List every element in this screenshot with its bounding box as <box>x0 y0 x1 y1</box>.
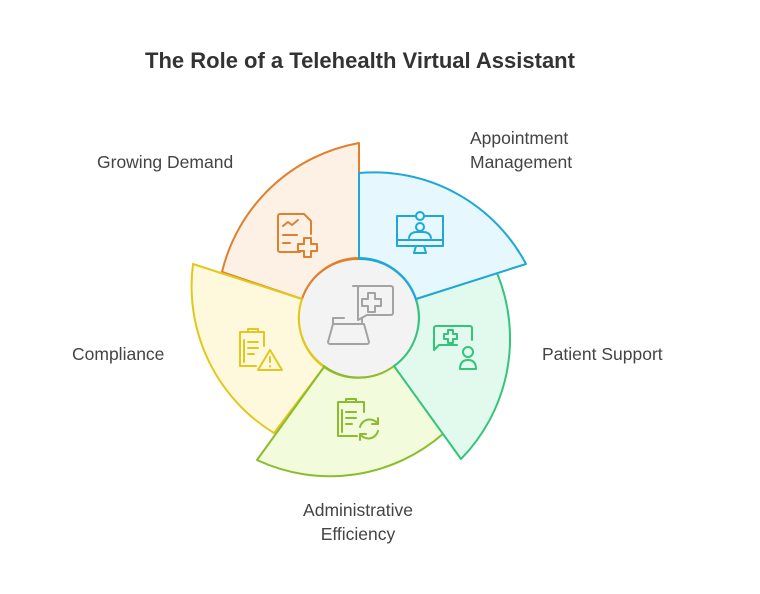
label-line: Management <box>470 152 573 172</box>
label-appointment-management: Appointment Management <box>470 126 572 174</box>
clipboard-refresh-icon <box>337 398 379 441</box>
document-chart-plus-icon <box>277 213 318 258</box>
label-compliance: Compliance <box>72 344 165 364</box>
label-administrative-efficiency: Administrative Efficiency <box>258 498 458 546</box>
clipboard-warning-icon <box>239 328 283 371</box>
chat-plus-person-icon <box>433 325 477 370</box>
diagram-title: The Role of a Telehealth Virtual Assista… <box>145 48 575 73</box>
laptop-medical-chat-icon <box>327 285 394 345</box>
monitor-doctor-icon <box>396 211 444 254</box>
label-line: Appointment <box>470 128 569 148</box>
label-line: Efficiency <box>320 524 396 544</box>
label-patient-support: Patient Support <box>542 344 663 364</box>
label-growing-demand: Growing Demand <box>97 152 234 172</box>
label-line: Administrative <box>303 500 413 520</box>
